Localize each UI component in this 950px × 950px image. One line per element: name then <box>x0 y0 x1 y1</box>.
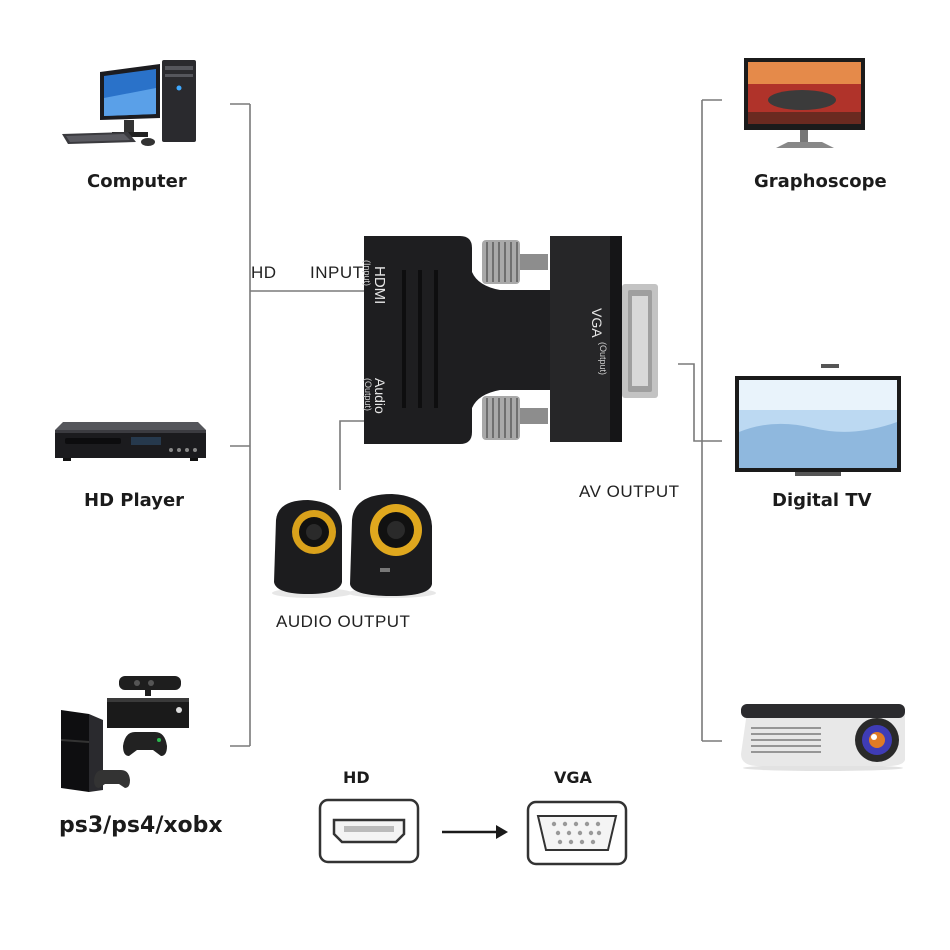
speakers-icon <box>272 494 436 598</box>
thumb-screw-bottom <box>482 396 548 440</box>
vga-port-icon <box>526 800 628 866</box>
adapter-label-audio: Audio <box>372 378 388 414</box>
projector-icon <box>741 704 905 771</box>
device-label-computer: Computer <box>87 171 187 192</box>
arrow-icon <box>442 825 508 839</box>
adapter-label-hdmi: HDMI <box>371 266 388 304</box>
device-label-digital-tv: Digital TV <box>772 490 872 511</box>
tv-icon <box>735 364 901 476</box>
thumb-screw-top <box>482 240 548 284</box>
hdmi-port-icon <box>318 798 420 864</box>
computer-icon <box>62 60 196 146</box>
adapter-label-audio-sub: (Output) <box>363 378 373 411</box>
adapter-label-vga-sub: (Output) <box>598 342 608 375</box>
bottom-label-vga: VGA <box>554 768 592 787</box>
device-label-hd-player: HD Player <box>84 490 185 511</box>
line-label-hd: HD <box>251 263 277 282</box>
line-label-audio-output: AUDIO OUTPUT <box>276 612 411 631</box>
adapter-label-vga: VGA <box>589 308 605 338</box>
line-label-input: INPUT <box>310 263 364 282</box>
hd-player-icon <box>55 422 206 461</box>
device-label-graphoscope: Graphoscope <box>754 171 887 192</box>
bottom-label-hd: HD <box>343 768 370 787</box>
game-console-icon <box>60 676 189 792</box>
hdmi-vga-adapter: HDMI (Input) Audio (Output) VGA (Output) <box>362 236 658 444</box>
device-label-consoles: ps3/ps4/xobx <box>59 813 223 838</box>
adapter-label-hdmi-sub: (Input) <box>362 260 372 286</box>
line-label-av-output: AV OUTPUT <box>579 482 680 501</box>
monitor-icon <box>744 58 865 148</box>
